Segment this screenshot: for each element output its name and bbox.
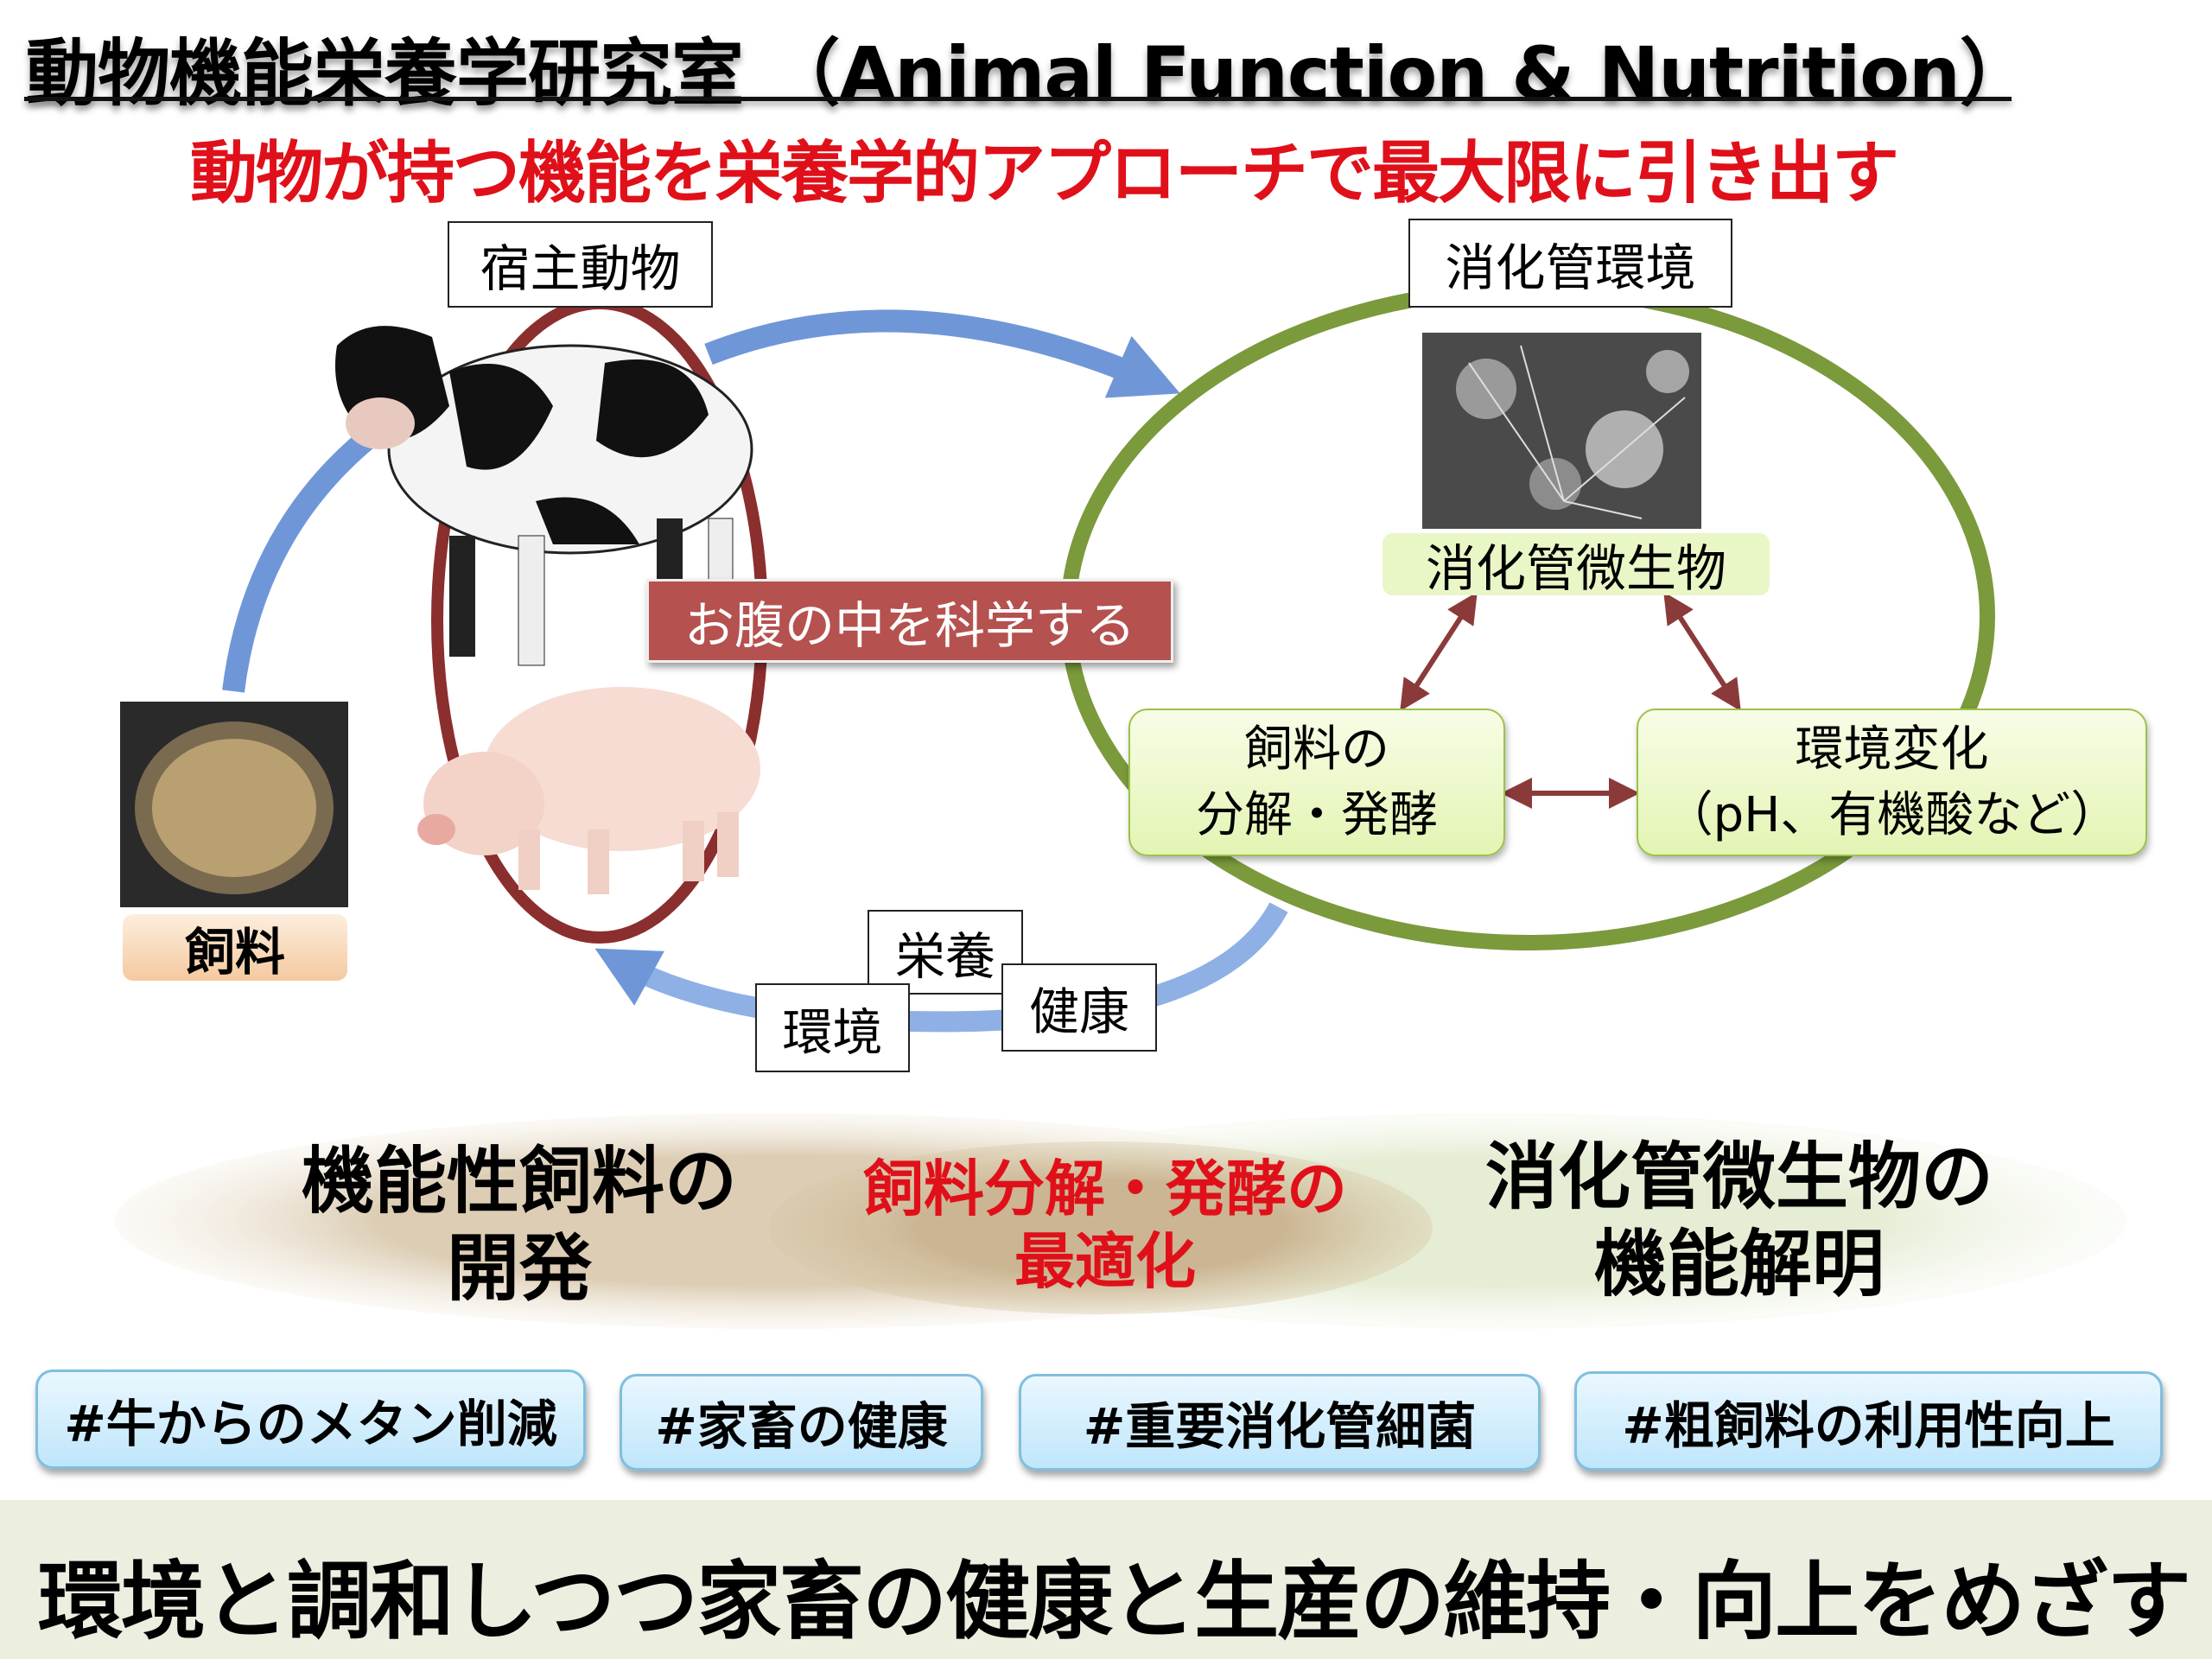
arrow-microbes-env — [1663, 591, 1741, 712]
page-title: 動物機能栄養学研究室 （Animal Function & Nutrition） — [26, 31, 2032, 116]
theme-center-line2: 最適化 — [1014, 1226, 1196, 1297]
footer-slogan: 環境と調和しつつ家畜の健康と生産の維持・向上をめざす — [38, 1553, 2191, 1651]
theme-left: 機能性飼料の 開発 — [302, 1138, 737, 1313]
arrow-microbes-feed — [1400, 591, 1478, 712]
theme-center-line1: 飼料分解・発酵の — [863, 1154, 1347, 1224]
health-label: 健康 — [1001, 963, 1157, 1052]
footer-band: 環境と調和しつつ家畜の健康と生産の維持・向上をめざす — [0, 1500, 2212, 1659]
theme-left-line1: 機能性飼料の — [301, 1139, 738, 1224]
theme-ellipse-center — [769, 1141, 1433, 1314]
tag-roughage-utilization[interactable]: #粗飼料の利用性向上 — [1574, 1371, 2163, 1471]
env-change-line2: （pH、有機酸など） — [1664, 786, 2120, 843]
environment-change-box: 環境変化 （pH、有機酸など） — [1637, 709, 2147, 856]
pig-image — [417, 687, 760, 894]
blue-arrow-bottom — [594, 902, 1288, 1033]
microbe-image — [1422, 333, 1701, 529]
theme-center: 飼料分解・発酵の 最適化 — [863, 1153, 1347, 1298]
theme-right-line1: 消化管微生物の — [1484, 1135, 1994, 1220]
env-change-line1: 環境変化 — [1795, 721, 1989, 778]
gut-environment-label: 消化管環境 — [1408, 219, 1732, 308]
host-animal-label: 宿主動物 — [448, 221, 713, 308]
title-underline — [24, 97, 2012, 101]
feed-decomp-line2: 分解・発酵 — [1196, 786, 1438, 843]
feed-label: 飼料 — [123, 914, 347, 982]
theme-right: 消化管微生物の 機能解明 — [1485, 1134, 1993, 1308]
feed-decomposition-box: 飼料の 分解・発酵 — [1128, 709, 1505, 856]
environment-label: 環境 — [755, 983, 910, 1072]
cow-image — [335, 326, 753, 666]
theme-right-line2: 機能解明 — [1593, 1222, 1885, 1306]
tag-livestock-health[interactable]: #家畜の健康 — [620, 1374, 983, 1471]
tag-key-gut-bacteria[interactable]: #重要消化管細菌 — [1019, 1374, 1541, 1471]
gut-microbes-label: 消化管微生物 — [1382, 533, 1770, 598]
feed-decomp-line1: 飼料の — [1244, 721, 1389, 778]
feed-image — [120, 702, 348, 907]
belly-science-label: お腹の中を科学する — [646, 579, 1173, 663]
blue-arrow-top — [704, 309, 1180, 398]
nutrition-label: 栄養 — [868, 910, 1023, 995]
subtitle: 動物が持つ機能を栄養学的アプローチで最大限に引き出す — [190, 135, 1899, 213]
tag-methane-reduction[interactable]: #牛からのメタン削減 — [35, 1370, 586, 1469]
theme-left-line2: 開発 — [446, 1226, 593, 1311]
